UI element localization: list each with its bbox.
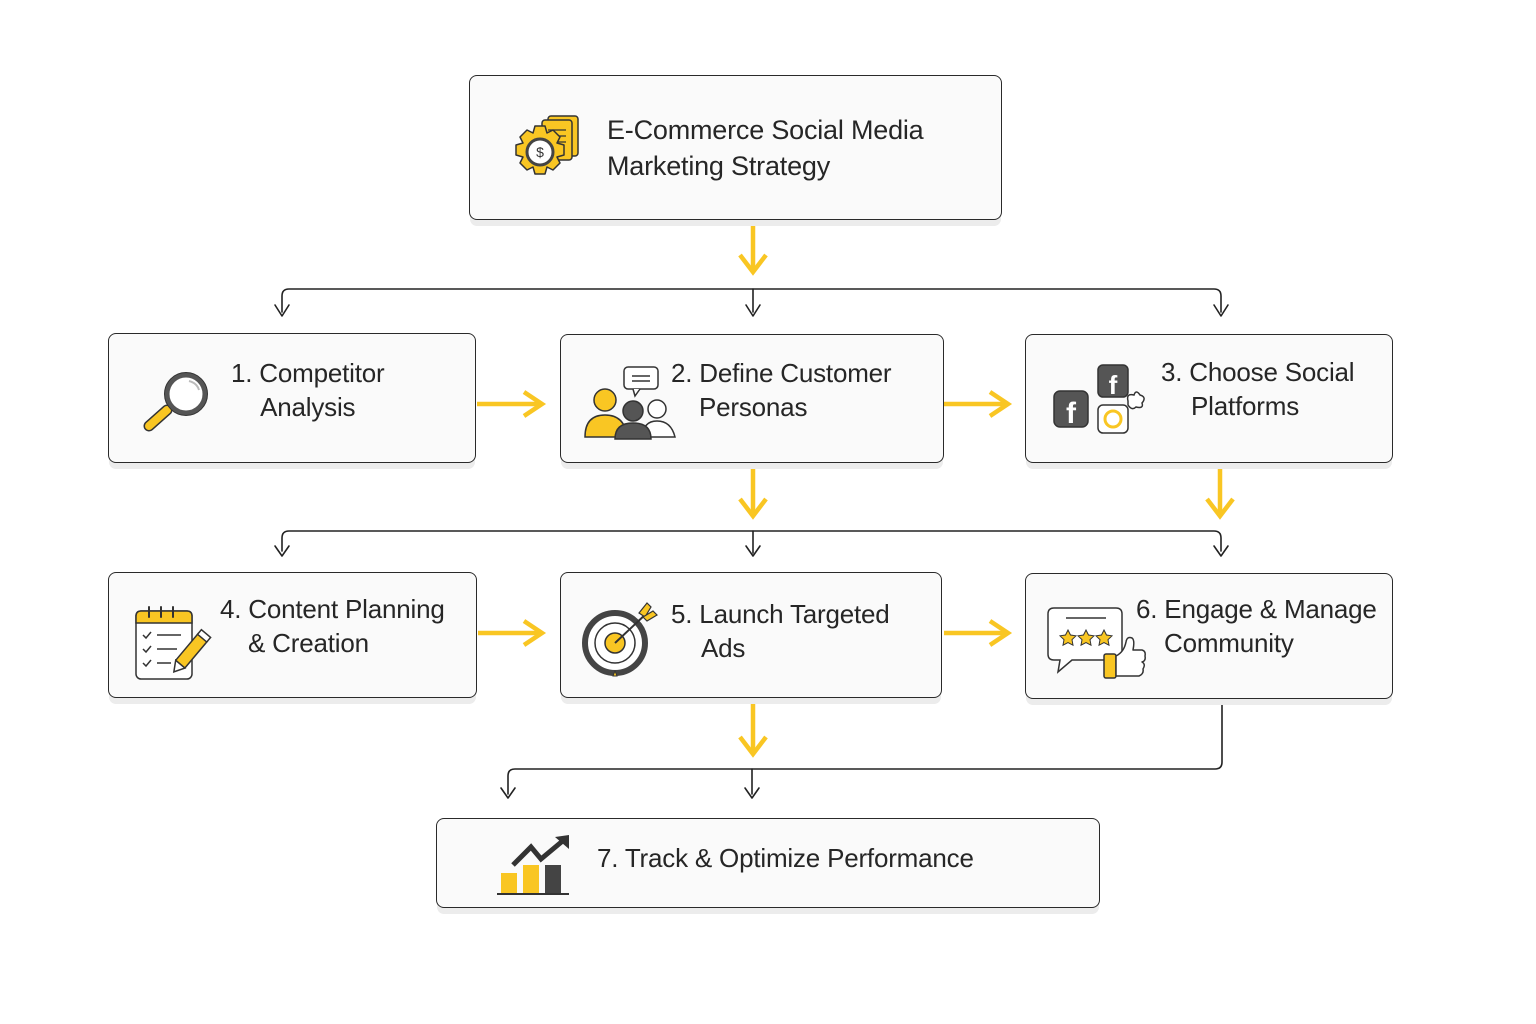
step-2-title: 2. Define Customer Personas bbox=[671, 356, 892, 424]
step-1-node[interactable]: 1. Competitor Analysis bbox=[108, 333, 476, 463]
arrowhead-to-step-7-left bbox=[500, 787, 516, 799]
step-3-title: 3. Choose Social Platforms bbox=[1161, 355, 1355, 423]
step-1-title-line-2: Analysis bbox=[260, 392, 356, 422]
step-3-title-line-1: 3. Choose Social bbox=[1161, 357, 1355, 387]
arrowhead-to-step-3 bbox=[1213, 304, 1229, 317]
step-6-title-line-2: Community bbox=[1164, 628, 1294, 658]
step-4-node[interactable]: 4. Content Planning & Creation bbox=[108, 572, 477, 698]
facebook-icon: f bbox=[1053, 390, 1089, 430]
arrowhead-to-step-5 bbox=[745, 545, 761, 557]
step-5-node[interactable]: 5. Launch Targeted Ads bbox=[560, 572, 942, 698]
svg-text:$: $ bbox=[536, 144, 544, 160]
step-5-title: 5. Launch Targeted Ads bbox=[671, 597, 890, 665]
arrowhead-to-step-4 bbox=[274, 545, 290, 557]
step-6-node[interactable]: 6. Engage & Manage Community bbox=[1025, 573, 1393, 699]
arrowhead-to-step-6 bbox=[1213, 545, 1229, 557]
step-6-title: 6. Engage & Manage Community bbox=[1136, 592, 1377, 660]
arrowhead-to-step-1 bbox=[274, 304, 290, 317]
step-1-title-line-1: 1. Competitor bbox=[231, 358, 385, 388]
checklist-pencil-icon bbox=[133, 605, 213, 681]
step-5-title-line-2: Ads bbox=[701, 633, 746, 663]
customer-personas-icon bbox=[583, 365, 679, 441]
step-7-node[interactable]: 7. Track & Optimize Performance bbox=[436, 818, 1100, 908]
magnifying-glass-icon bbox=[139, 368, 219, 434]
connector-step-6-down bbox=[507, 699, 1223, 795]
step-3-title-line-2: Platforms bbox=[1191, 391, 1300, 421]
diagram-title-line-1: E-Commerce Social Media bbox=[607, 115, 924, 145]
gear-dollar-documents-icon: $ bbox=[510, 110, 588, 188]
step-7-title: 7. Track & Optimize Performance bbox=[597, 841, 974, 875]
diagram-title-line-2: Marketing Strategy bbox=[607, 151, 830, 181]
social-platforms-icon: f f bbox=[1052, 361, 1148, 437]
step-1-title: 1. Competitor Analysis bbox=[231, 356, 385, 424]
facebook-icon-secondary: f bbox=[1097, 364, 1129, 400]
step-4-title: 4. Content Planning & Creation bbox=[220, 592, 445, 660]
review-thumbs-up-icon bbox=[1046, 606, 1148, 680]
branch-line-middle bbox=[281, 530, 1222, 552]
branch-line-top bbox=[281, 288, 1222, 313]
target-arrow-icon bbox=[579, 599, 667, 679]
diagram-title: E-Commerce Social Media Marketing Strate… bbox=[607, 112, 924, 184]
step-6-title-line-1: 6. Engage & Manage bbox=[1136, 594, 1377, 624]
step-4-title-line-1: 4. Content Planning bbox=[220, 594, 445, 624]
step-7-title-line-1: 7. Track & Optimize Performance bbox=[597, 843, 974, 873]
step-2-title-line-1: 2. Define Customer bbox=[671, 358, 892, 388]
growth-chart-icon bbox=[495, 835, 575, 897]
instagram-icon bbox=[1097, 404, 1129, 434]
step-2-title-line-2: Personas bbox=[699, 392, 808, 422]
title-node[interactable]: $ E-Commerce Social Media Marketing Stra… bbox=[469, 75, 1002, 220]
svg-text:f: f bbox=[1066, 397, 1077, 430]
step-5-title-line-1: 5. Launch Targeted bbox=[671, 599, 890, 629]
sparkle-icon bbox=[1126, 391, 1145, 410]
step-2-node[interactable]: 2. Define Customer Personas bbox=[560, 334, 944, 463]
step-4-title-line-2: & Creation bbox=[248, 628, 369, 658]
arrowhead-to-step-7-center bbox=[744, 787, 760, 799]
arrowhead-to-step-2 bbox=[745, 304, 761, 317]
step-3-node[interactable]: f f 3. Choose Social Platforms bbox=[1025, 334, 1393, 463]
svg-text:f: f bbox=[1109, 370, 1118, 400]
